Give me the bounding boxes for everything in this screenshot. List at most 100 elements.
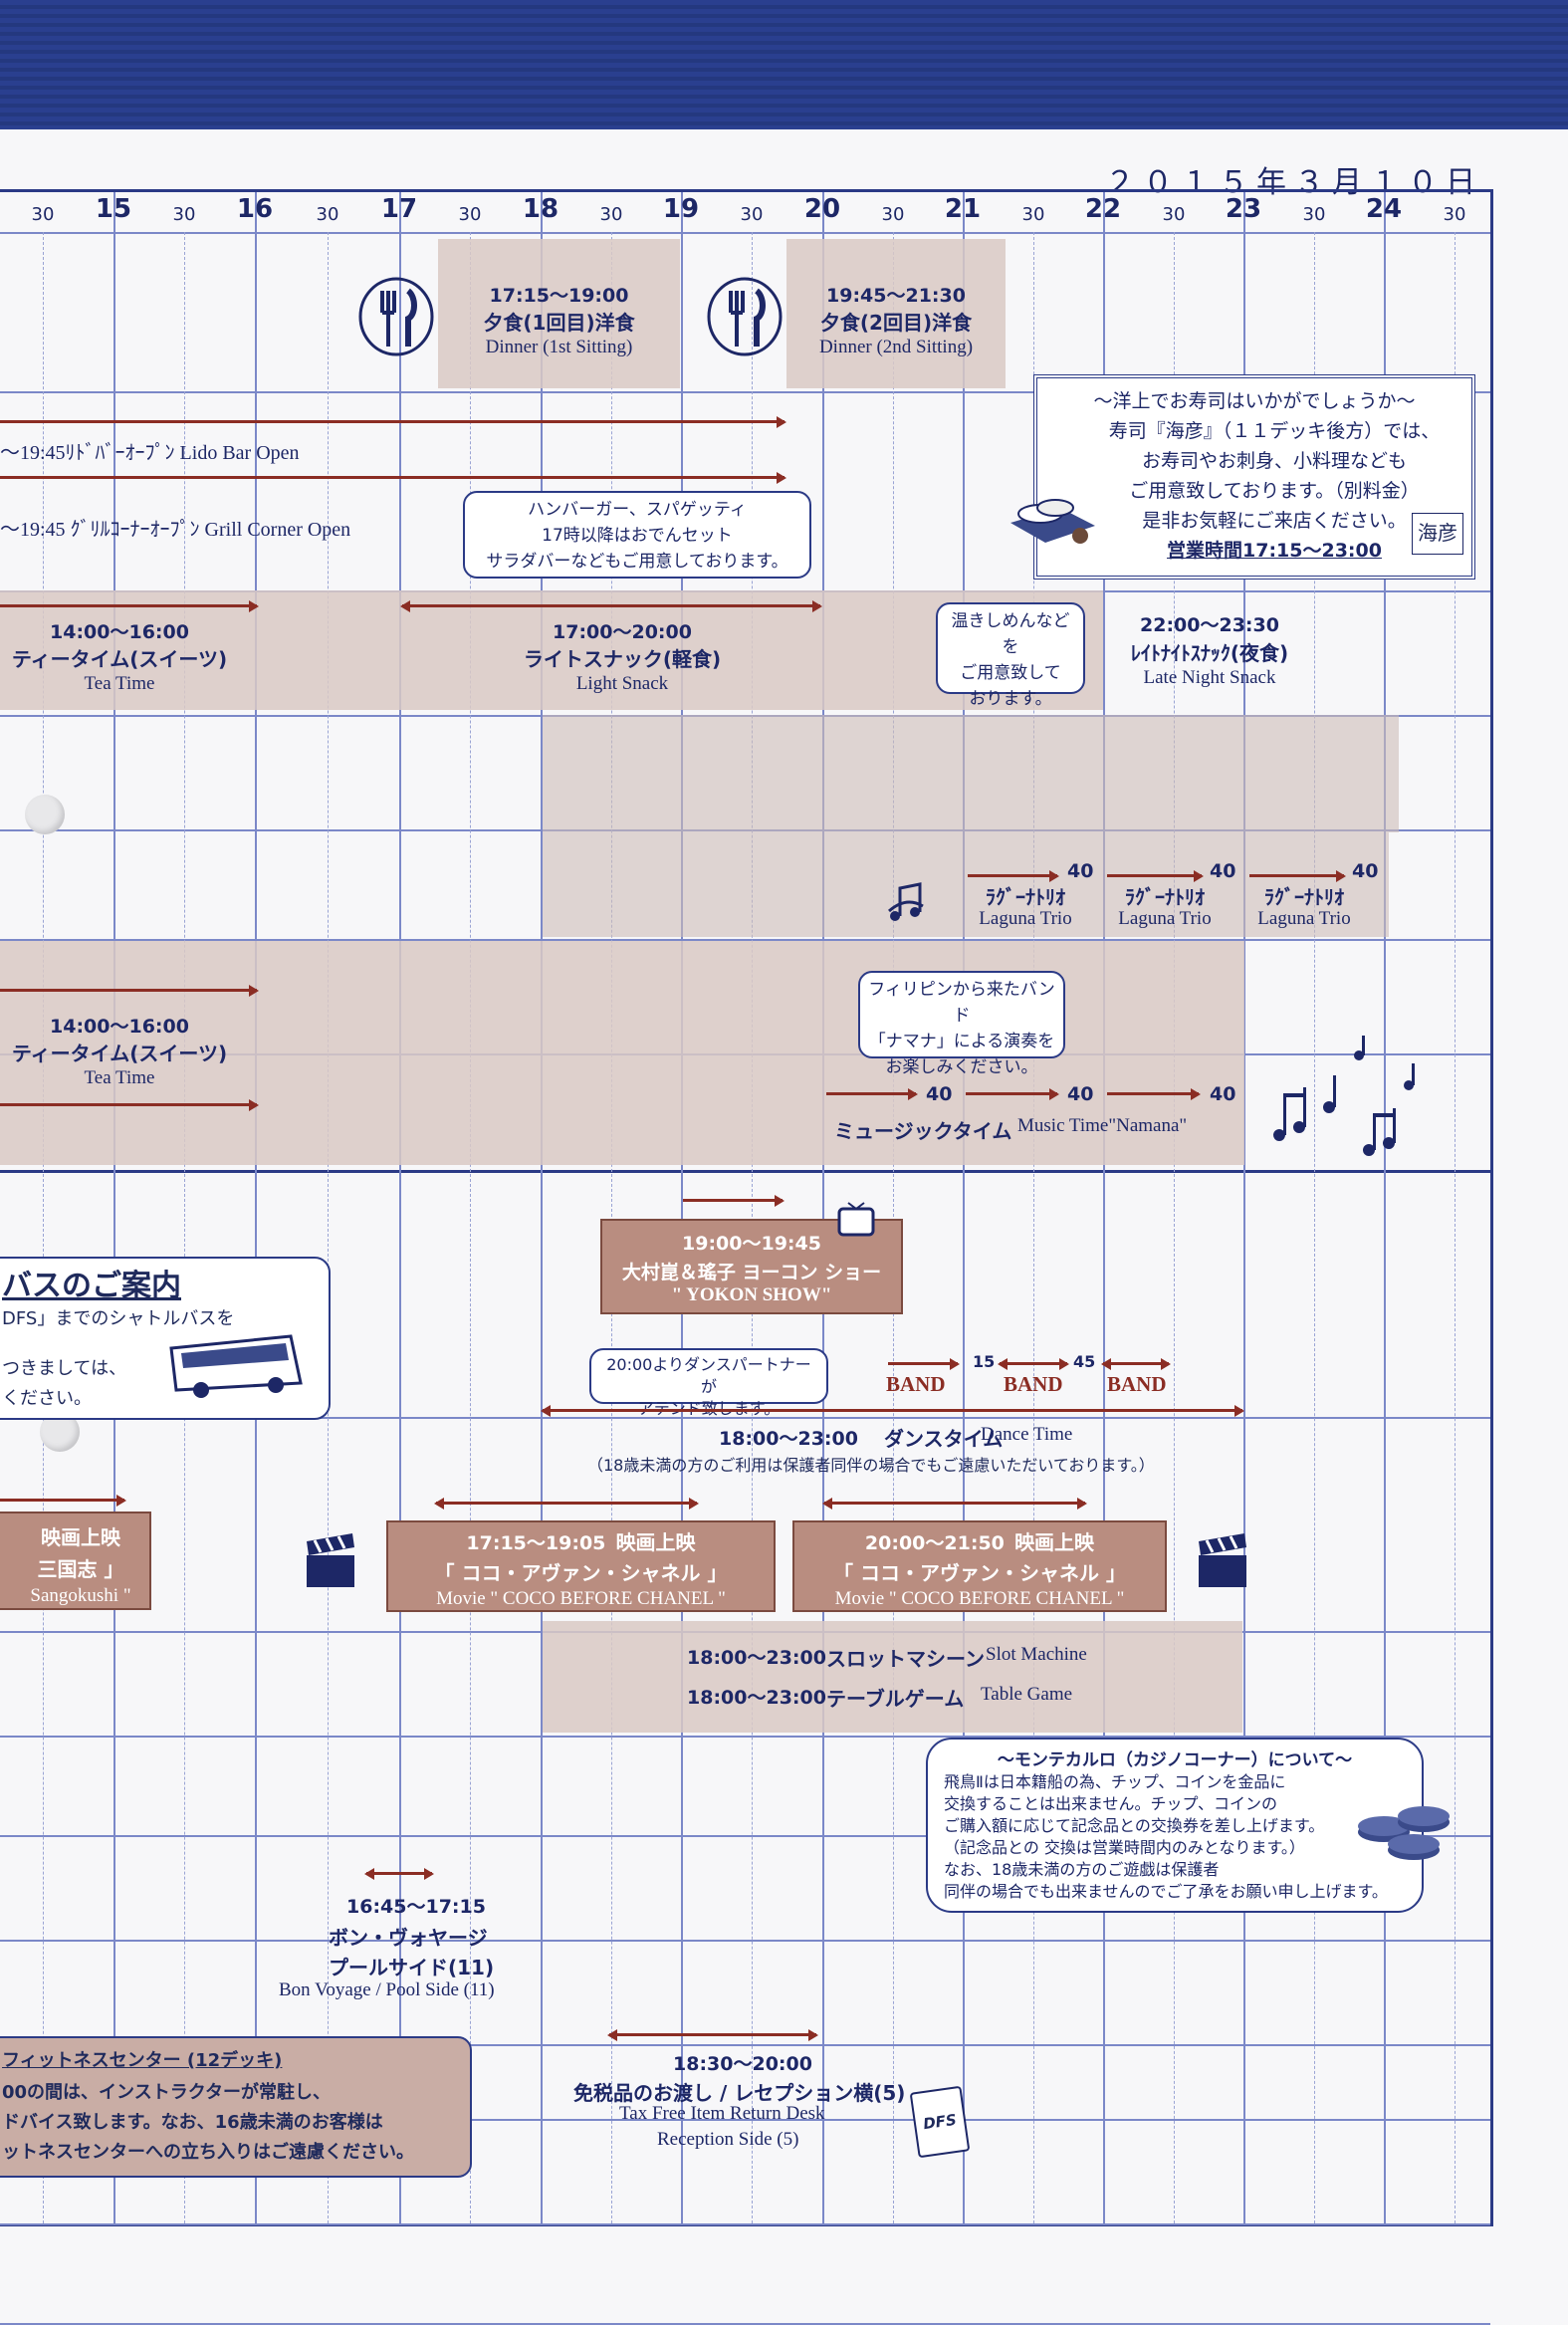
band-label: BAND xyxy=(1004,1372,1063,1396)
bus-info-box: バスのご案内 DFS」までのシャトルバスを つきましては、 ください。 xyxy=(0,1257,331,1420)
teatime-2-jp: ティータイム(スイーツ) xyxy=(11,1042,228,1065)
music-min: 40 xyxy=(1210,1083,1236,1105)
bonvoyage-time: 16:45〜17:15 xyxy=(346,1896,486,1918)
bonvoyage-arrow xyxy=(364,1868,434,1880)
minute-label: 30 xyxy=(1021,204,1045,225)
dinner-2-jp: 夕食(2回目)洋食 xyxy=(819,311,973,335)
lido-label: 〜19:45ﾘﾄﾞﾊﾞｰｵｰﾌﾟﾝ Lido Bar Open xyxy=(0,442,300,464)
taxfree-en1: Tax Free Item Return Desk xyxy=(619,2103,825,2124)
teatime-1-jp: ティータイム(スイーツ) xyxy=(11,647,228,671)
casino-info-box: 〜モンテカルロ（カジノコーナー）について〜 飛鳥Ⅱは日本籍船の為、チップ、コイン… xyxy=(926,1738,1424,1913)
dance-note: （18歳未満の方のご利用は保護者同伴の場合でもご遠慮いただいております。） xyxy=(587,1456,1155,1475)
minute-label: 30 xyxy=(316,204,339,225)
table-jp: テーブルゲーム xyxy=(826,1687,965,1711)
slot-jp: スロットマシーン xyxy=(826,1647,985,1671)
row-rule xyxy=(0,2223,1490,2225)
row-rule xyxy=(0,1835,1490,1837)
music-arrow xyxy=(826,1088,918,1100)
noodle-callout: 温きしめんなどをご用意致しております。 xyxy=(936,602,1085,709)
row-rule xyxy=(0,1940,1490,1942)
bonvoyage-jp1: ボン・ヴォヤージ xyxy=(329,1926,488,1950)
minute-label: 30 xyxy=(1302,204,1326,225)
laguna-min: 40 xyxy=(1067,860,1094,882)
laguna-en: Laguna Trio xyxy=(1257,908,1351,929)
lightsnack-time: 17:00〜20:00 xyxy=(553,621,692,643)
movie-1-box: 17:15〜19:05 映画上映 「 ココ・アヴァン・シャネル 」 Movie … xyxy=(386,1520,776,1612)
lightsnack-jp: ライトスナック(軽食) xyxy=(523,647,722,671)
hour-label: 19 xyxy=(662,194,700,224)
movie-2-box: 20:00〜21:50 映画上映 「 ココ・アヴァン・シャネル 」 Movie … xyxy=(792,1520,1167,1612)
band-arrow xyxy=(998,1358,1069,1370)
band-arrow xyxy=(1101,1358,1171,1370)
taxfree-jp: 免税品のお渡し / レセプション横(5) xyxy=(573,2081,906,2105)
bonvoyage-en: Bon Voyage / Pool Side (11) xyxy=(279,1979,495,2000)
laguna-jp: ﾗｸﾞｰﾅﾄﾘｵ xyxy=(986,885,1065,909)
hour-label: 18 xyxy=(522,194,560,224)
slot-time: 18:00〜23:00 xyxy=(687,1647,826,1669)
hour-label: 24 xyxy=(1365,194,1403,224)
row-rule xyxy=(0,1417,1490,1419)
row-rule xyxy=(0,2119,1490,2121)
latenight-en: Late Night Snack xyxy=(1143,667,1276,688)
hour-label: 15 xyxy=(95,194,132,224)
laguna-jp: ﾗｸﾞｰﾅﾄﾘｵ xyxy=(1264,885,1344,909)
dinner-1-time: 17:15〜19:00 xyxy=(489,285,629,307)
bus-line: DFS」までのシャトルバスを xyxy=(2,1308,235,1329)
minute-label: 30 xyxy=(1162,204,1186,225)
hour-label: 16 xyxy=(236,194,274,224)
taxfree-time: 18:30〜20:00 xyxy=(673,2053,812,2075)
teatime-1-en: Tea Time xyxy=(84,673,155,694)
dance-en: Dance Time xyxy=(981,1424,1073,1445)
music-min: 40 xyxy=(1067,1083,1094,1105)
sushi-plate-icon xyxy=(1010,499,1095,544)
teatime-2-en: Tea Time xyxy=(84,1067,155,1088)
dinner-1-block xyxy=(438,239,680,388)
row-rule xyxy=(0,1736,1490,1738)
laguna-en: Laguna Trio xyxy=(979,908,1072,929)
lightsnack-arrow xyxy=(400,600,822,612)
dinner-1-jp: 夕食(1回目)洋食 xyxy=(483,311,635,335)
hour-label: 20 xyxy=(803,194,841,224)
teatime-arrow xyxy=(0,600,259,612)
shaded-row xyxy=(543,715,1399,832)
yokon-show-box: 19:00〜19:45 大村崑＆瑤子 ヨーコン ショー " YOKON SHOW… xyxy=(600,1219,903,1314)
music-arrow xyxy=(1107,1088,1201,1100)
dinner-2-en: Dinner (2nd Sitting) xyxy=(818,337,974,357)
minute-label: 30 xyxy=(1443,204,1466,225)
minute-label: 30 xyxy=(740,204,764,225)
casino-chips-icon xyxy=(1358,1806,1450,1860)
music-notes-icon xyxy=(1273,1036,1415,1156)
grill-label: 〜19:45 ｸﾞﾘﾙｺｰﾅｰｵｰﾌﾟﾝ Grill Corner Open xyxy=(0,519,351,541)
laguna-en: Laguna Trio xyxy=(1118,908,1212,929)
clapperboard-icon xyxy=(307,1533,354,1587)
teatime-arrow xyxy=(0,1099,259,1111)
snack-row-block xyxy=(0,590,1103,710)
minute-label: 30 xyxy=(599,204,623,225)
fitness-line: ドバイス致します。なお、16歳未満のお客様は xyxy=(2,2112,383,2133)
row-rule xyxy=(0,391,1490,393)
laguna-min: 40 xyxy=(1210,860,1236,882)
slot-en: Slot Machine xyxy=(986,1644,1087,1665)
band-min-45: 45 xyxy=(1073,1352,1096,1371)
movie-0-box: 映画上映 三国志 」 Sangokushi " xyxy=(0,1511,151,1610)
taxfree-en2: Reception Side (5) xyxy=(657,2129,799,2150)
music-arrow xyxy=(966,1088,1059,1100)
casino-row-block xyxy=(543,1621,1242,1733)
music-en: Music Time"Namana" xyxy=(1017,1115,1188,1136)
lightsnack-en: Light Snack xyxy=(575,673,669,694)
fitness-line: ットネスセンターへの立ち入りはご遠慮ください。 xyxy=(2,2142,414,2163)
band-min-15: 15 xyxy=(973,1352,996,1371)
hour-label: 22 xyxy=(1084,194,1122,224)
bus-line: ください。 xyxy=(2,1388,92,1409)
sushi-logo: 海彦 xyxy=(1412,513,1463,555)
minute-label: 30 xyxy=(458,204,482,225)
laguna-arrow xyxy=(1107,870,1204,882)
cutlery-icon xyxy=(707,277,783,356)
header-banner xyxy=(0,0,1568,129)
music-min: 40 xyxy=(926,1083,953,1105)
row-rule xyxy=(0,2044,1490,2046)
row-rule xyxy=(0,939,1490,941)
latenight-jp: ﾚｲﾄﾅｲﾄｽﾅｯｸ(夜食) xyxy=(1130,641,1289,665)
band-label: BAND xyxy=(886,1372,946,1396)
